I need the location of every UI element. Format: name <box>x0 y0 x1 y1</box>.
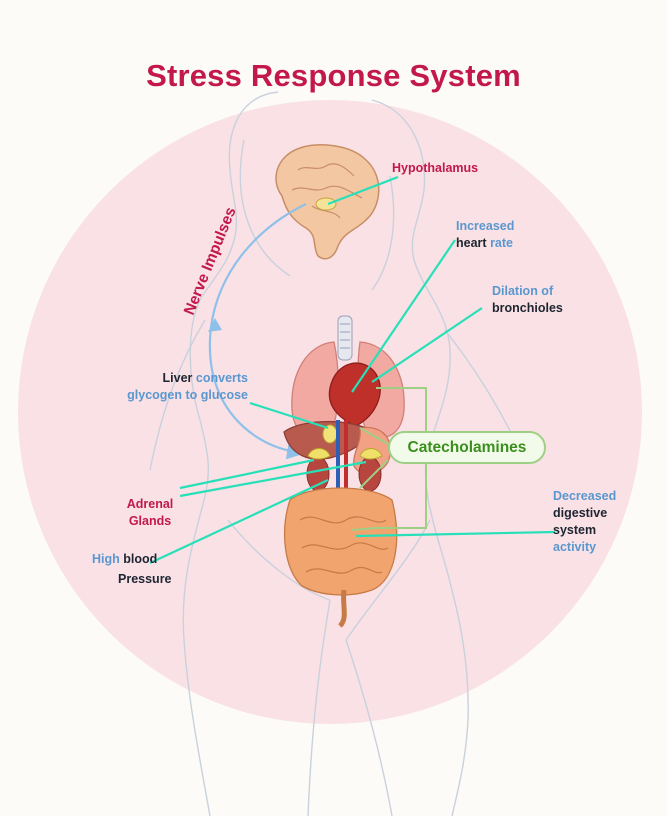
digestive-line-3: system <box>553 522 616 539</box>
liver-word-liver: Liver <box>163 371 193 385</box>
bp-word-blood: blood <box>123 552 157 566</box>
bronchioles-line-1: Dilation of <box>492 283 563 300</box>
adrenal-glands-label: Adrenal Glands <box>120 496 180 530</box>
page-title: Stress Response System <box>0 58 667 94</box>
liver-label: Liver converts glycogen to glucose <box>48 370 248 404</box>
adrenal-line-1: Adrenal <box>120 496 180 513</box>
blood-pressure-label: High blood Pressure <box>92 551 172 588</box>
digestive-line-4: activity <box>553 539 616 556</box>
bronchioles-label: Dilation of bronchioles <box>492 283 563 317</box>
adrenal-line-2: Glands <box>120 513 180 530</box>
liver-word-converts: converts <box>196 371 248 385</box>
bronchioles-line-2: bronchioles <box>492 300 563 317</box>
catecholamines-label: Catecholamines <box>388 431 546 464</box>
digestive-line-1: Decreased <box>553 488 616 505</box>
trachea <box>338 316 352 360</box>
bp-word-high: High <box>92 552 120 566</box>
bp-line-2: Pressure <box>92 571 172 588</box>
digestive-label: Decreased digestive system activity <box>553 488 616 556</box>
heart-rate-label: Increased heart rate <box>456 218 514 252</box>
liver-line-2: glycogen to glucose <box>48 387 248 404</box>
heart-rate-line-1: Increased <box>456 218 514 235</box>
heart-rate-word-heart: heart <box>456 236 487 250</box>
digestive-line-2: digestive <box>553 505 616 522</box>
hypothalamus-label: Hypothalamus <box>392 160 478 177</box>
heart-rate-word-rate: rate <box>490 236 513 250</box>
